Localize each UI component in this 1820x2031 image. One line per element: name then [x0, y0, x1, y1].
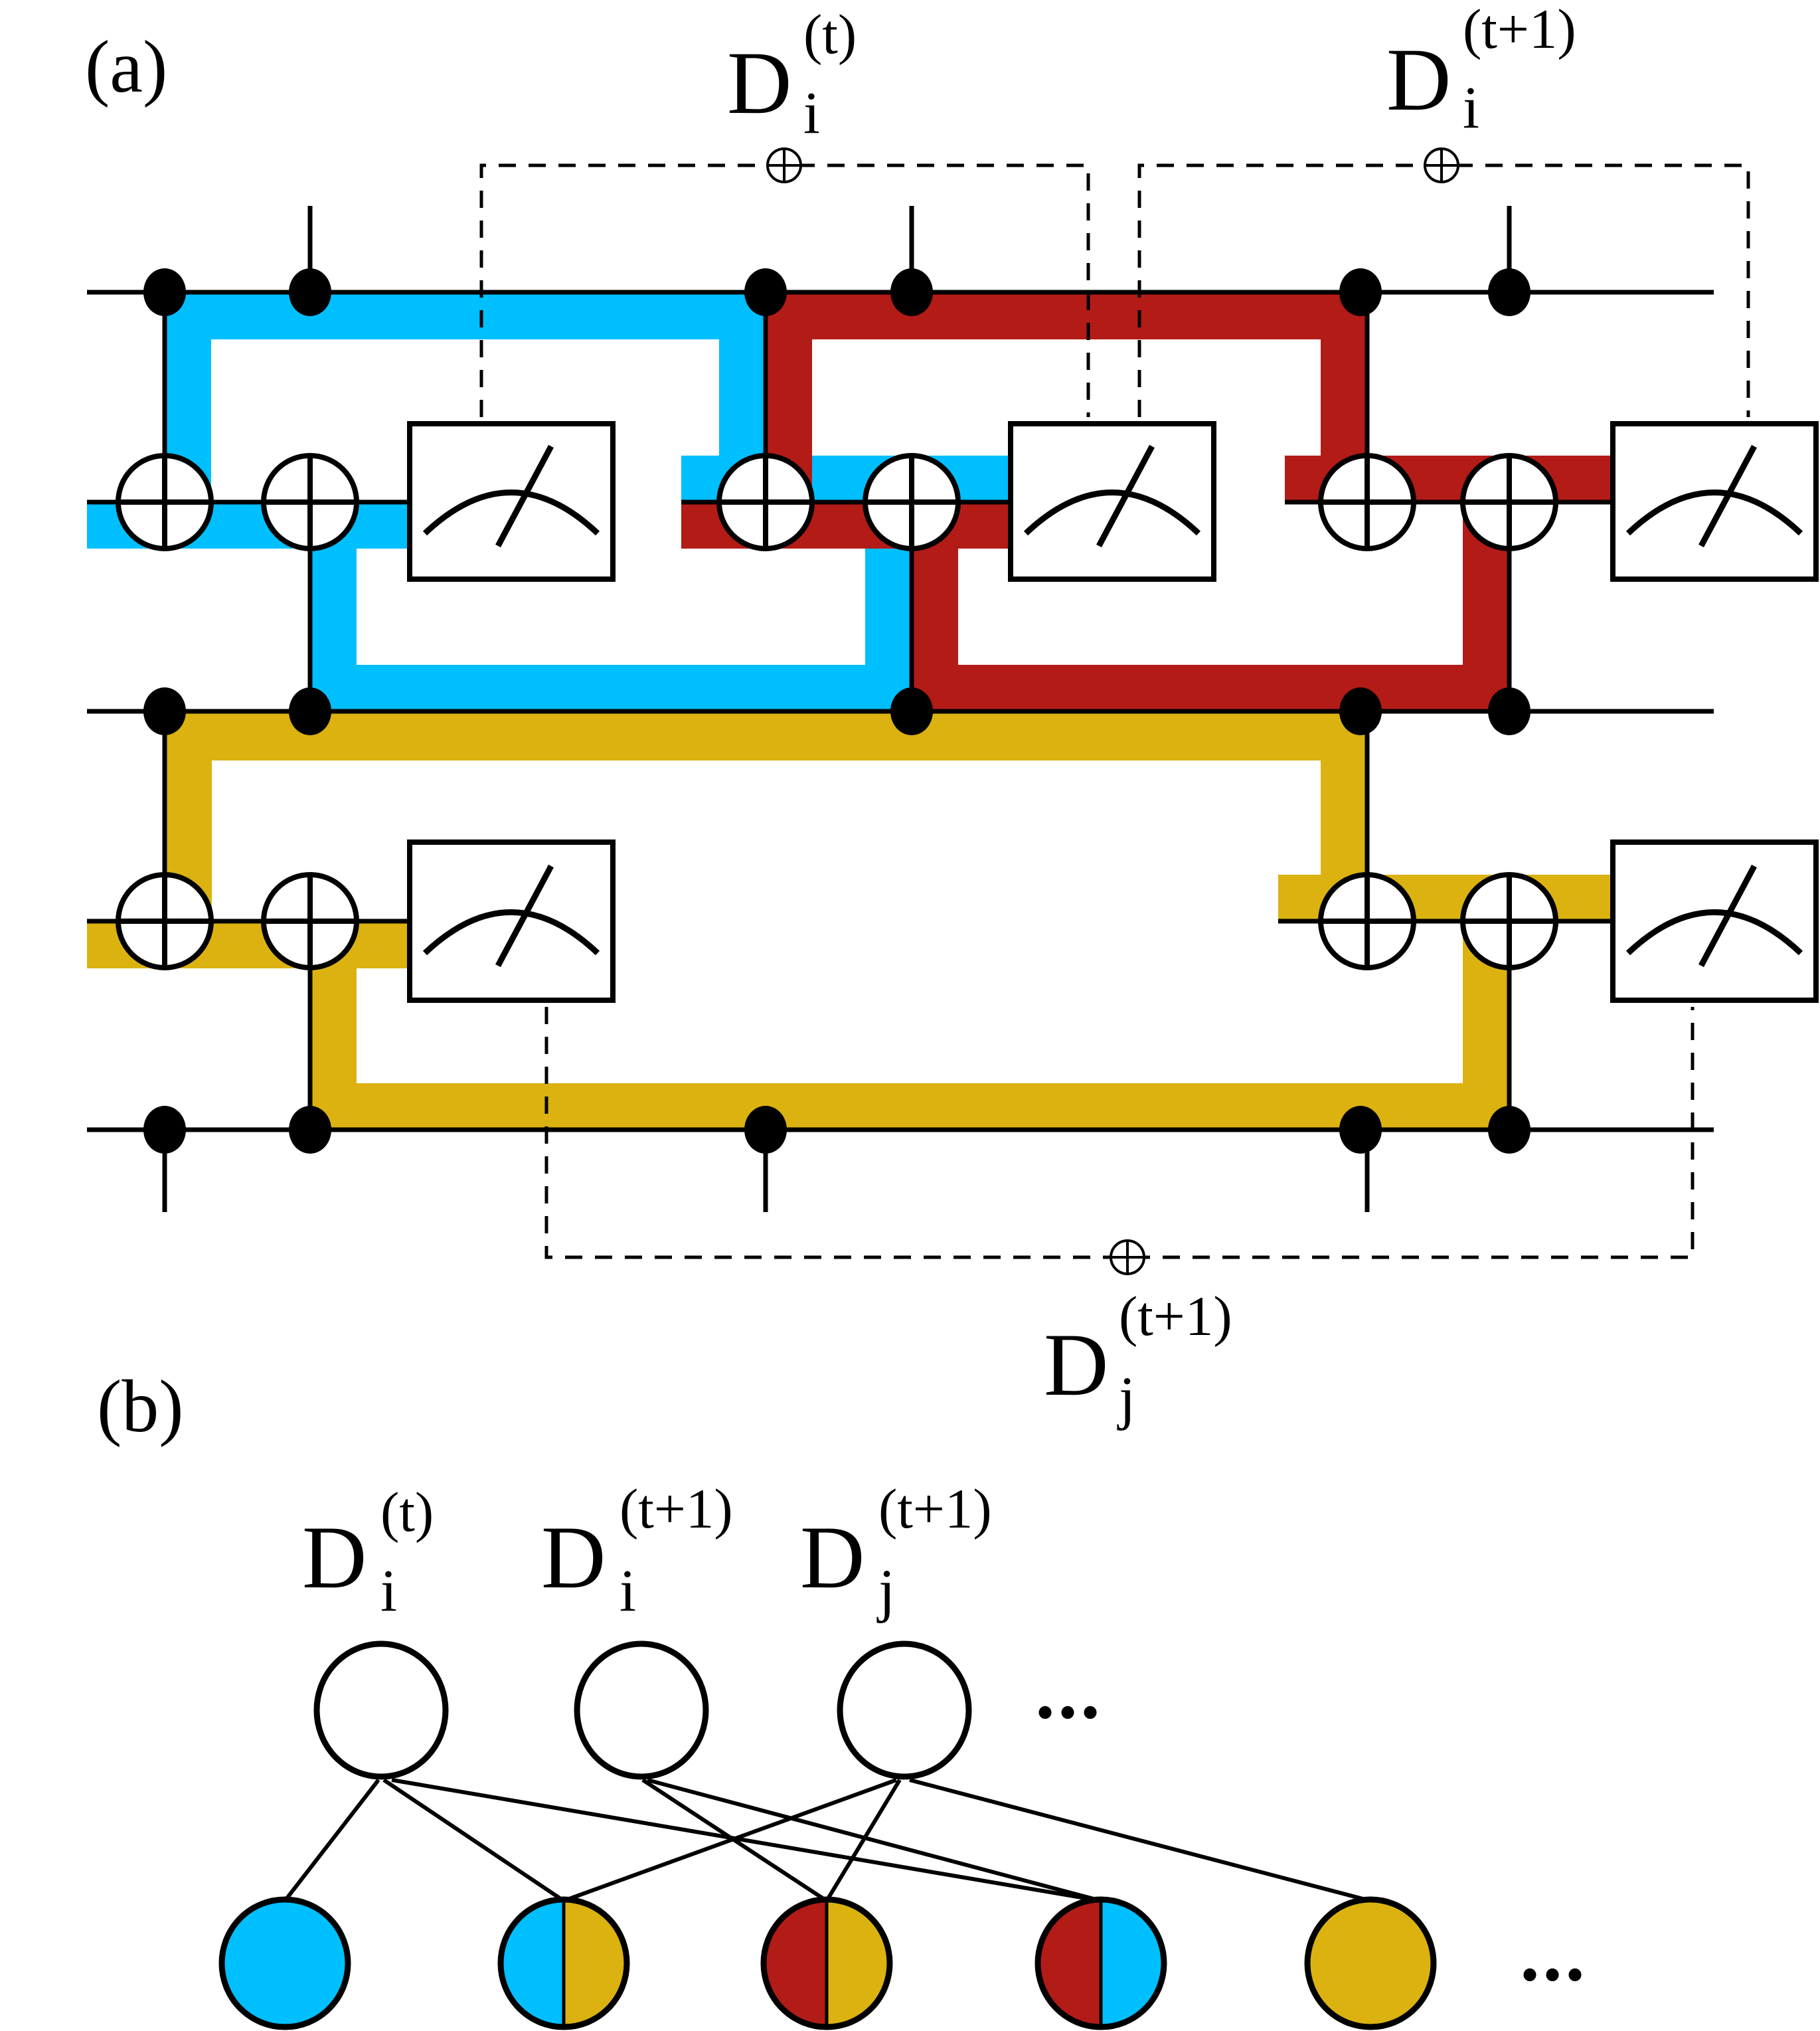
svg-text:(t+1): (t+1) — [878, 1478, 992, 1540]
xor-target-icon — [1318, 872, 1416, 970]
meter-icon — [1008, 421, 1216, 582]
svg-text:D: D — [541, 1508, 606, 1607]
error-node-red-yellow — [760, 1896, 893, 2030]
svg-text:D: D — [1386, 31, 1451, 130]
xor-target-icon — [1318, 453, 1416, 551]
svg-text:i: i — [1463, 75, 1479, 141]
measurement-meters — [407, 421, 1819, 1003]
panel-b-label: (b) — [97, 1366, 184, 1448]
error-node-blue-yellow — [497, 1896, 630, 2030]
svg-text:D: D — [800, 1508, 865, 1607]
detector-node — [837, 1640, 972, 1780]
svg-text:i: i — [620, 1558, 636, 1624]
detector-node — [574, 1640, 709, 1780]
xor-target-icon — [1460, 453, 1558, 551]
xor-icon — [1424, 147, 1459, 183]
cnot-targets — [116, 453, 1558, 970]
error-ellipsis: ••• — [1521, 1946, 1588, 2004]
node-label-di-t1: D i (t+1) — [541, 1478, 733, 1624]
xor-small-icons — [766, 147, 1459, 1275]
svg-text:i: i — [380, 1558, 397, 1624]
xor-target-icon — [261, 453, 359, 551]
svg-text:j: j — [876, 1558, 895, 1624]
xor-target-icon — [716, 453, 815, 551]
error-node-red-blue — [1034, 1896, 1167, 2030]
xor-target-icon — [1460, 872, 1558, 970]
svg-text:j: j — [1117, 1366, 1135, 1431]
svg-text:(t+1): (t+1) — [1119, 1285, 1232, 1348]
xor-target-icon — [116, 872, 214, 970]
xor-target-icon — [261, 872, 359, 970]
xor-target-icon — [116, 453, 214, 551]
svg-text:D: D — [727, 34, 792, 133]
detector-node-labels: D i (t) D i (t+1) D j (t+1) — [302, 1478, 992, 1624]
detector-label-top-left: D i (t) — [727, 3, 857, 146]
svg-text:(t+1): (t+1) — [1463, 0, 1576, 60]
panel-a-label: (a) — [85, 26, 167, 108]
svg-text:(t): (t) — [803, 3, 857, 66]
meter-icon — [407, 421, 616, 582]
error-node-yellow — [1304, 1896, 1437, 2030]
xor-icon — [766, 147, 802, 183]
meter-icon — [407, 839, 616, 1003]
meter-icon — [1610, 839, 1819, 1003]
detector-node — [313, 1640, 449, 1780]
error-nodes — [218, 1896, 1437, 2030]
svg-text:(t+1): (t+1) — [620, 1478, 733, 1540]
node-label-dj-t1: D j (t+1) — [800, 1478, 992, 1624]
graph-edges — [283, 1778, 1371, 1903]
detector-label-bottom: D j (t+1) — [1044, 1285, 1232, 1431]
svg-text:i: i — [803, 80, 820, 146]
svg-text:D: D — [302, 1508, 367, 1607]
xor-icon — [1110, 1239, 1145, 1275]
detector-ellipsis: ••• — [1036, 1684, 1104, 1742]
node-label-di-t: D i (t) — [302, 1481, 434, 1624]
error-node-blue — [218, 1896, 351, 2030]
meter-icon — [1610, 421, 1819, 582]
svg-text:(t): (t) — [380, 1481, 434, 1544]
xor-target-icon — [863, 453, 961, 551]
detector-nodes — [313, 1640, 972, 1780]
svg-text:D: D — [1044, 1316, 1109, 1415]
detector-label-top-right: D i (t+1) — [1386, 0, 1576, 141]
control-dots — [143, 268, 1530, 1154]
